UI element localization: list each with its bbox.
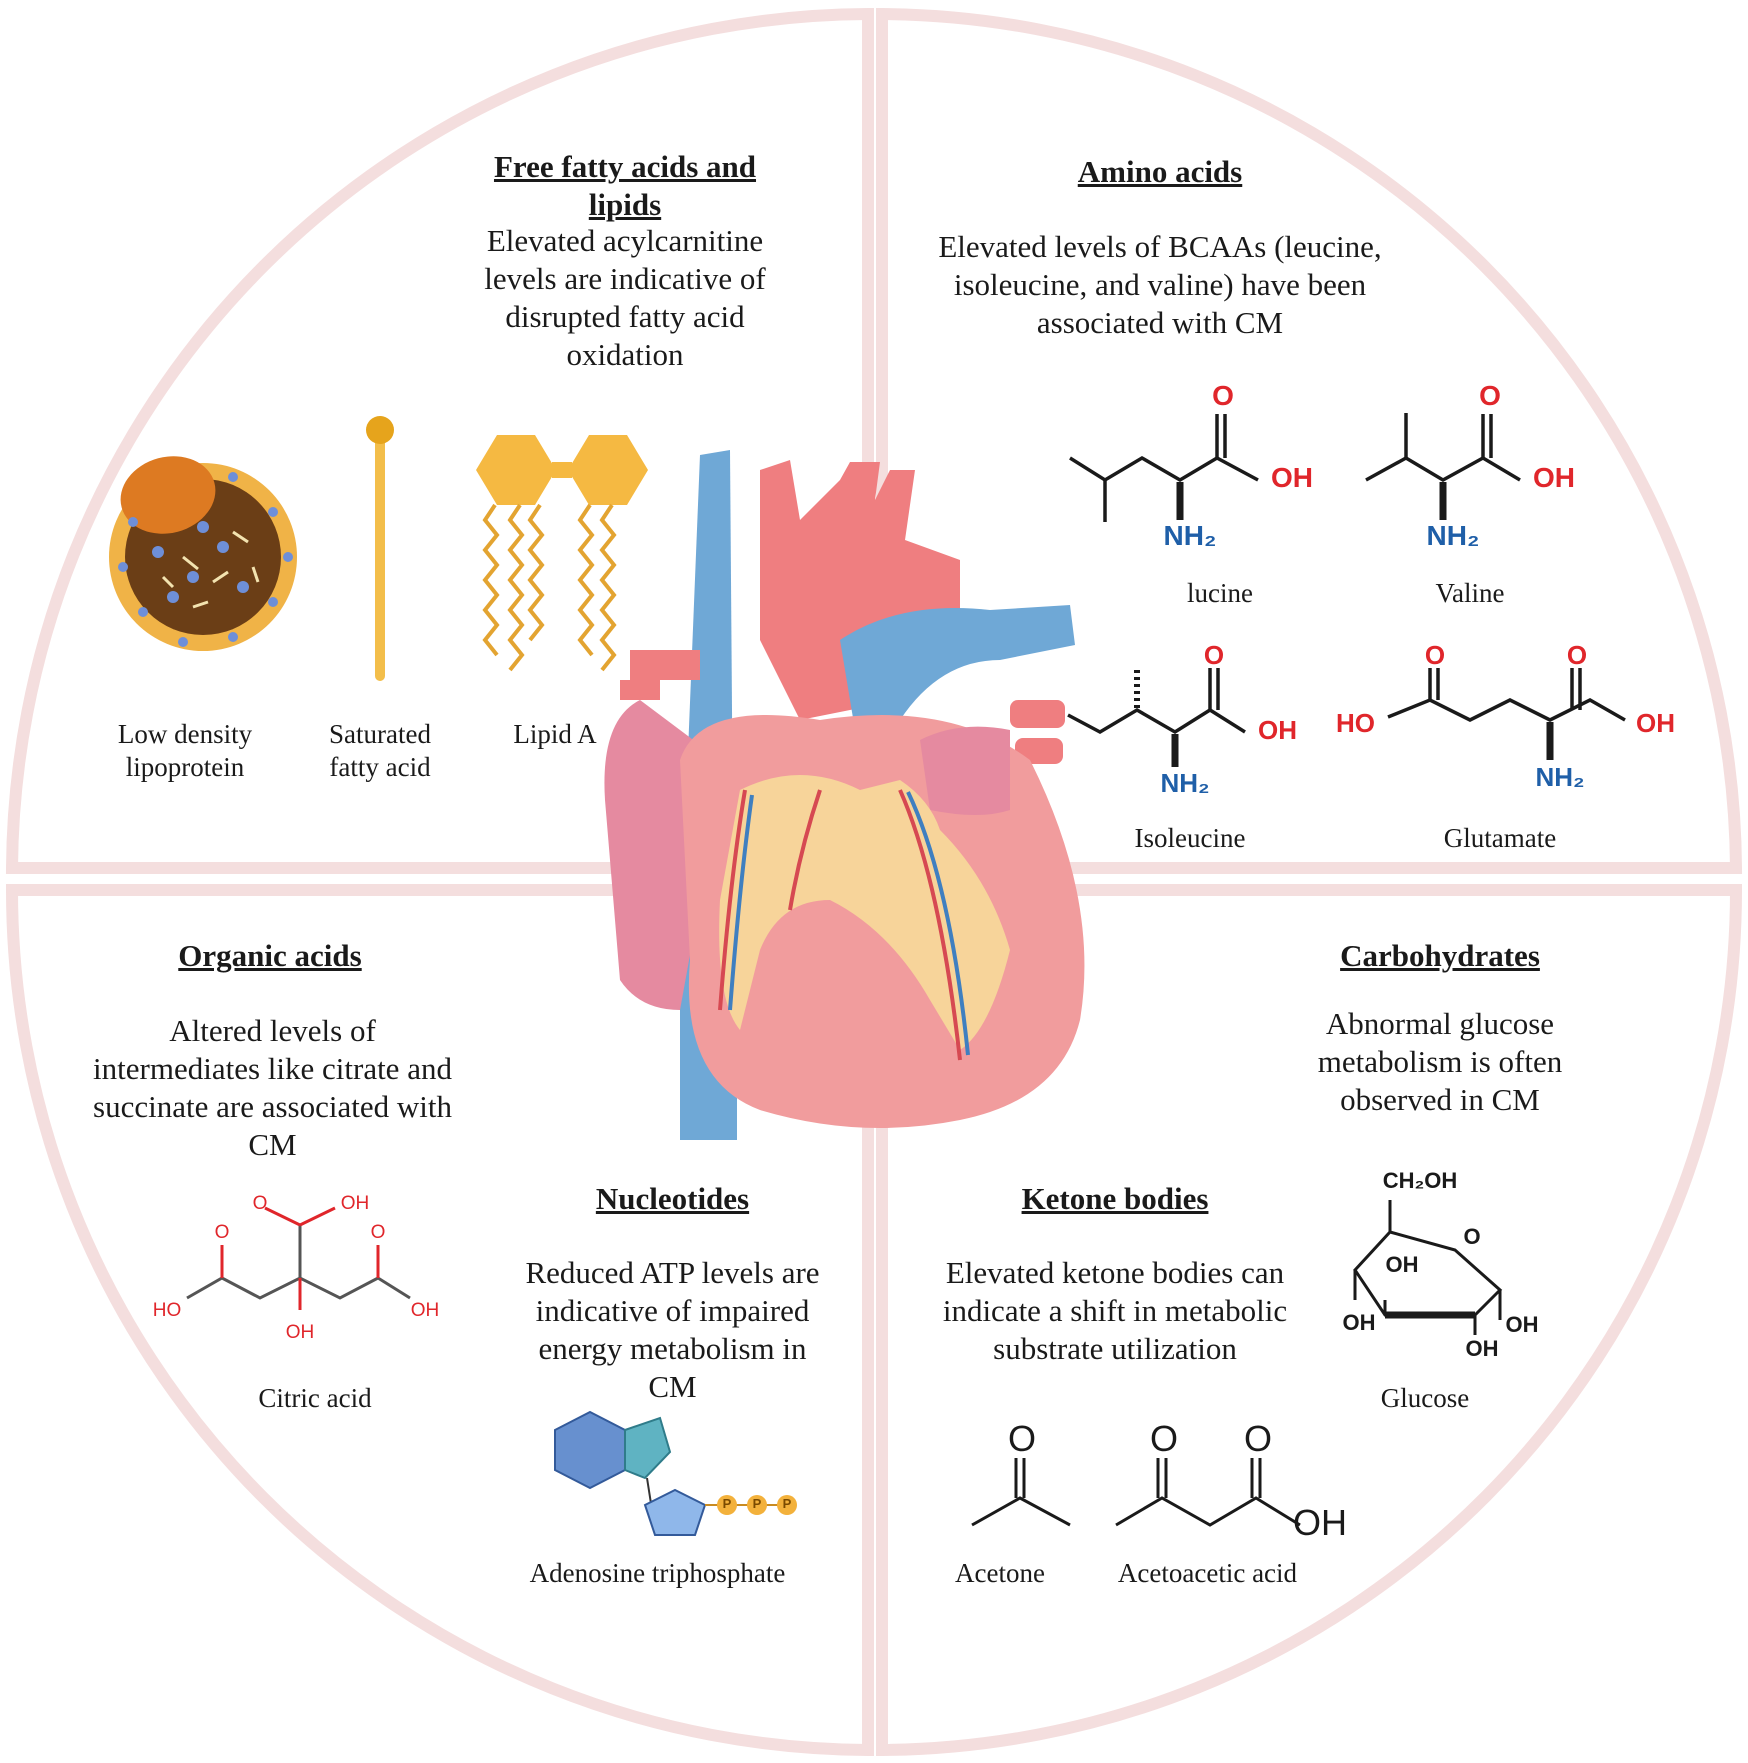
organic-acids-description: Altered levels of intermediates like cit… — [93, 1013, 452, 1162]
citric-o-top: O — [252, 1193, 268, 1214]
glutamate-o-right: O — [1566, 640, 1588, 670]
amino-acids-description: Elevated levels of BCAAs (leucine, isole… — [938, 229, 1382, 340]
valine-label: Valine — [1435, 578, 1505, 608]
nucleotides-title: Nucleotides — [595, 1181, 750, 1216]
frame-top-right — [876, 7, 1743, 874]
ketone-bodies-title: Ketone bodies — [1021, 1181, 1209, 1216]
acetone-label: Acetone — [955, 1558, 1045, 1588]
leucine-structure — [1069, 414, 1259, 522]
frame-bottom-right — [876, 884, 1743, 1757]
ldl-icon — [109, 456, 297, 651]
leucine-o: O — [1212, 380, 1234, 411]
citric-acid-label: Citric acid — [258, 1383, 372, 1413]
valine-o: O — [1479, 380, 1501, 411]
frame-top-left — [5, 7, 874, 874]
acetoacetic-o-right: O — [1243, 1418, 1272, 1459]
glutamate-oh: OH — [1636, 708, 1675, 738]
glucose-oh-1: OH — [1385, 1252, 1419, 1277]
acetone-structure — [971, 1458, 1071, 1527]
acetone-o: O — [1007, 1418, 1036, 1459]
acetoacetic-acid-structure — [1115, 1458, 1301, 1527]
frame-bottom-left — [5, 884, 874, 1757]
isoleucine-structure — [1067, 668, 1246, 767]
glucose-ring-o: O — [1463, 1224, 1481, 1249]
leucine-nh2: NH₂ — [1163, 520, 1217, 551]
saturated-fatty-acid-label: Saturated fatty acid — [329, 719, 431, 782]
fatty-acids-description: Elevated acylcarnitine levels are indica… — [484, 223, 766, 372]
valine-nh2: NH₂ — [1426, 520, 1480, 551]
citric-oh-bottom: OH — [285, 1322, 315, 1343]
glucose-oh-2: OH — [1342, 1310, 1376, 1335]
glutamate-structure — [1387, 668, 1626, 760]
atp-p2: P — [752, 1496, 762, 1511]
citric-o-left: O — [214, 1222, 230, 1243]
ketone-bodies-description: Elevated ketone bodies can indicate a sh… — [942, 1255, 1288, 1366]
acetoacetic-o-left: O — [1149, 1418, 1178, 1459]
isoleucine-nh2: NH₂ — [1160, 768, 1210, 798]
organic-acids-title: Organic acids — [178, 938, 362, 973]
leucine-label: lucine — [1187, 578, 1253, 608]
citric-o-right: O — [370, 1222, 386, 1243]
atp-label: Adenosine triphosphate — [529, 1558, 786, 1588]
citric-acid-structure — [186, 1206, 411, 1310]
glucose-label: Glucose — [1380, 1383, 1470, 1413]
atp-icon — [554, 1410, 797, 1536]
glucose-structure — [1353, 1200, 1503, 1335]
heart-illustration — [604, 450, 1085, 1140]
glucose-oh-4: OH — [1465, 1336, 1499, 1361]
lipid-a-label: Lipid A — [513, 719, 597, 749]
isoleucine-label: Isoleucine — [1134, 823, 1246, 853]
glutamate-label: Glutamate — [1443, 823, 1557, 853]
nucleotides-description: Reduced ATP levels are indicative of imp… — [525, 1255, 820, 1404]
acetoacetic-oh: OH — [1293, 1502, 1347, 1543]
lipid-a-icon — [476, 435, 648, 672]
amino-acids-title: Amino acids — [1077, 154, 1243, 189]
valine-structure — [1365, 413, 1521, 520]
glutamate-nh2: NH₂ — [1535, 762, 1585, 792]
citric-ho-left: HO — [152, 1300, 182, 1321]
glutamate-o-left: O — [1424, 640, 1446, 670]
glutamate-ho: HO — [1336, 708, 1375, 738]
ldl-label: Low density lipoprotein — [117, 719, 253, 782]
glucose-ch2oh: CH₂OH — [1382, 1168, 1458, 1193]
citric-oh-top: OH — [340, 1193, 370, 1214]
carbohydrates-description: Abnormal glucose metabolism is often obs… — [1317, 1006, 1563, 1117]
isoleucine-oh: OH — [1258, 715, 1297, 745]
saturated-fatty-acid-icon — [366, 416, 394, 681]
glucose-oh-3: OH — [1505, 1312, 1539, 1337]
citric-oh-right: OH — [410, 1300, 440, 1321]
isoleucine-o: O — [1203, 640, 1225, 670]
carbohydrates-title: Carbohydrates — [1340, 938, 1540, 973]
atp-p1: P — [722, 1496, 732, 1511]
leucine-oh: OH — [1271, 462, 1313, 493]
acetoacetic-acid-label: Acetoacetic acid — [1117, 1558, 1298, 1588]
valine-oh: OH — [1533, 462, 1575, 493]
quadrant-frames — [5, 7, 1743, 1757]
fatty-acids-title: Free fatty acids and lipids — [493, 149, 757, 222]
atp-p3: P — [782, 1496, 792, 1511]
